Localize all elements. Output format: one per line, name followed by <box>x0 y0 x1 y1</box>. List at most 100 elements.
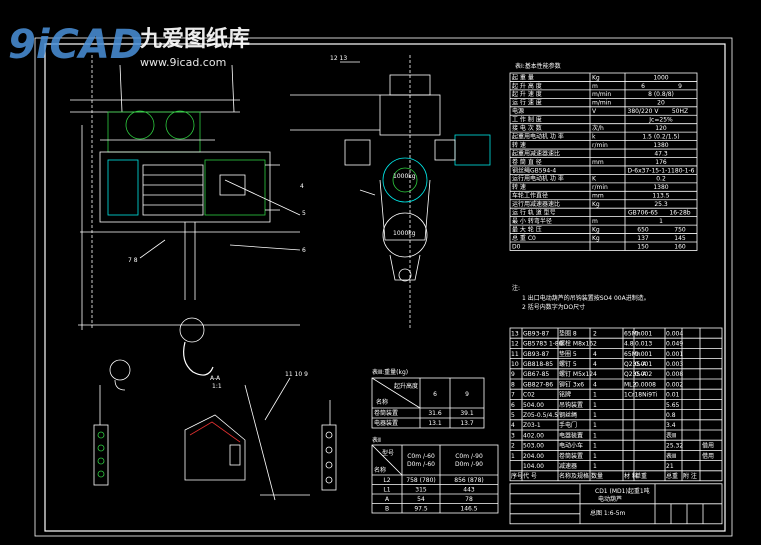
bom-code: 402.00 <box>523 432 544 439</box>
bom-qty: 1 <box>593 392 597 399</box>
bom-code: GB827-86 <box>523 381 553 388</box>
bom-unit-weight: 0.001 <box>635 361 652 368</box>
table1-row-label: 运行用减速器速比 <box>512 200 560 208</box>
bom-remark: 借用 <box>702 452 714 460</box>
title-block-name: CD1 (MD1)起重1吨 <box>595 487 650 495</box>
table1-row-unit: k <box>592 133 596 140</box>
table2-row-name: 卷筒装置 <box>374 409 398 417</box>
bom-seq: 1 <box>511 453 515 460</box>
bom-name: 螺钉 5 <box>559 360 577 368</box>
table1-row-unit: mm <box>592 159 604 166</box>
table3-row-name: L2 <box>383 477 390 484</box>
table1-row-value: 1000 <box>653 74 668 81</box>
bom-total-weight: 0.004 <box>666 330 683 337</box>
bom-total-weight: 0.01 <box>666 392 680 399</box>
table1-row-value-2: 50HZ <box>672 108 688 115</box>
hoist-front-view: 5 6 7 8 4 <box>70 55 306 391</box>
table1-row-label: 起重用电动机 功 率 <box>512 132 564 140</box>
table3-cell: 315 <box>415 487 427 494</box>
table3-cell: 856 (878) <box>454 477 484 484</box>
callout-12-13: 12 13 <box>330 55 347 62</box>
bom-name: 螺栓 M8x16 <box>559 340 593 348</box>
bom-header-cell: 单重 <box>635 472 647 480</box>
bom-name: 铆钉 3x6 <box>559 380 584 388</box>
table1-row-unit: Kg <box>592 235 600 242</box>
callout-5: 5 <box>302 210 306 217</box>
table3-row-name: A <box>385 496 390 503</box>
bom-total-weight: 0.8 <box>666 412 676 419</box>
bom-header-cell: 总重 <box>666 472 678 480</box>
bom-material: 65Mn <box>624 330 641 337</box>
table1-row-label: 车轮工作直径 <box>512 192 548 200</box>
bom-seq: 6 <box>511 402 515 409</box>
table2-cell: 39.1 <box>460 410 474 417</box>
bom-name: 钢丝绳 <box>559 411 577 419</box>
table2-cell: 31.6 <box>428 410 442 417</box>
table1-row-label: 最 小 转弯半径 <box>512 217 552 225</box>
table1-title: 表Ⅰ:基本性能参数 <box>515 62 561 70</box>
bom-total-weight: 3.4 <box>666 422 676 429</box>
table1-row-value-2: 750 <box>674 226 686 233</box>
bom-qty: 4 <box>593 371 597 378</box>
bom-code: 503.00 <box>523 443 544 450</box>
title-block-subtitle: 电动葫芦 <box>598 495 622 503</box>
table2-cell: 13.7 <box>460 420 474 427</box>
callout-11-10-9: 11 10 9 <box>285 371 308 378</box>
table1-row-value: GB706-65 <box>628 210 658 217</box>
section-scale: 1:1 <box>212 383 222 390</box>
table1-row-value: 113.5 <box>652 193 669 200</box>
bom-seq: 7 <box>511 392 515 399</box>
table1-row-unit: m/min <box>592 91 611 98</box>
table1-row-value-2: 9 <box>678 83 682 90</box>
bom-code: 204.00 <box>523 453 544 460</box>
bom-material: ML2 <box>624 381 637 388</box>
bom-code: GB93-87 <box>523 351 549 358</box>
drawing-border <box>44 43 726 532</box>
watermark-url: www.9icad.com <box>140 56 226 69</box>
bom-code: Z05-0.5/4.5 <box>523 412 558 419</box>
table1-row-label: 电源 <box>512 107 524 115</box>
note-line: 2 括号内数字为DO尺寸 <box>522 303 585 311</box>
callout-7-8: 7 8 <box>128 257 138 264</box>
notes-title: 注: <box>512 284 520 292</box>
bom-total-weight: 0.008 <box>666 371 683 378</box>
table3-row-name: B <box>385 506 389 513</box>
bom-qty: 4 <box>593 361 597 368</box>
bom-code: GB818-85 <box>523 361 553 368</box>
bom-qty: 2 <box>593 330 597 337</box>
table1-row-value: 380/220 V <box>628 108 660 115</box>
table1-row-value: 1380 <box>653 142 668 149</box>
bom-header-cell: 数量 <box>591 472 603 480</box>
table2-row-name: 电器装置 <box>374 419 398 427</box>
section-label: A-A <box>210 375 221 382</box>
table1-row-value: D-6x37-15-1-1180-1-6 <box>628 167 695 174</box>
bom-code: 104.00 <box>523 463 544 470</box>
bom-seq: 10 <box>511 361 519 368</box>
bom-unit-weight: 0.013 <box>635 341 652 348</box>
label-load-1: 1000kg <box>393 173 416 180</box>
bom-code: GB67-85 <box>523 371 549 378</box>
table1-row-value: 6 <box>641 83 645 90</box>
table3-title: 表Ⅱ <box>372 436 381 444</box>
bom-seq: 2 <box>511 443 515 450</box>
table1-row-label: 起重用减速器速比 <box>512 149 560 157</box>
table2-col-header: 9 <box>465 391 469 398</box>
bom-name: 吊钩装置 <box>559 401 583 409</box>
bom-seq: 8 <box>511 381 515 388</box>
bom-remark: 借用 <box>702 442 714 450</box>
table1-row-value: 120 <box>655 125 667 132</box>
table3-row-name: L1 <box>383 487 390 494</box>
bom-header-cell: 代 号 <box>523 472 537 480</box>
callout-6: 6 <box>302 247 306 254</box>
hoist-side-view: 1000kg 1000kg 12 13 <box>290 55 491 330</box>
note-line: 1 出口电动葫芦的吊钩装置按SO4 00A进制造。 <box>522 294 650 302</box>
bom-total-weight: 0.002 <box>666 381 683 388</box>
table1-row-value-2: 145 <box>674 235 686 242</box>
table1-row-label: 起 升 高 度 <box>512 82 542 90</box>
bom-name: 手电门 <box>559 421 577 429</box>
table1-row-unit: m <box>592 83 598 90</box>
